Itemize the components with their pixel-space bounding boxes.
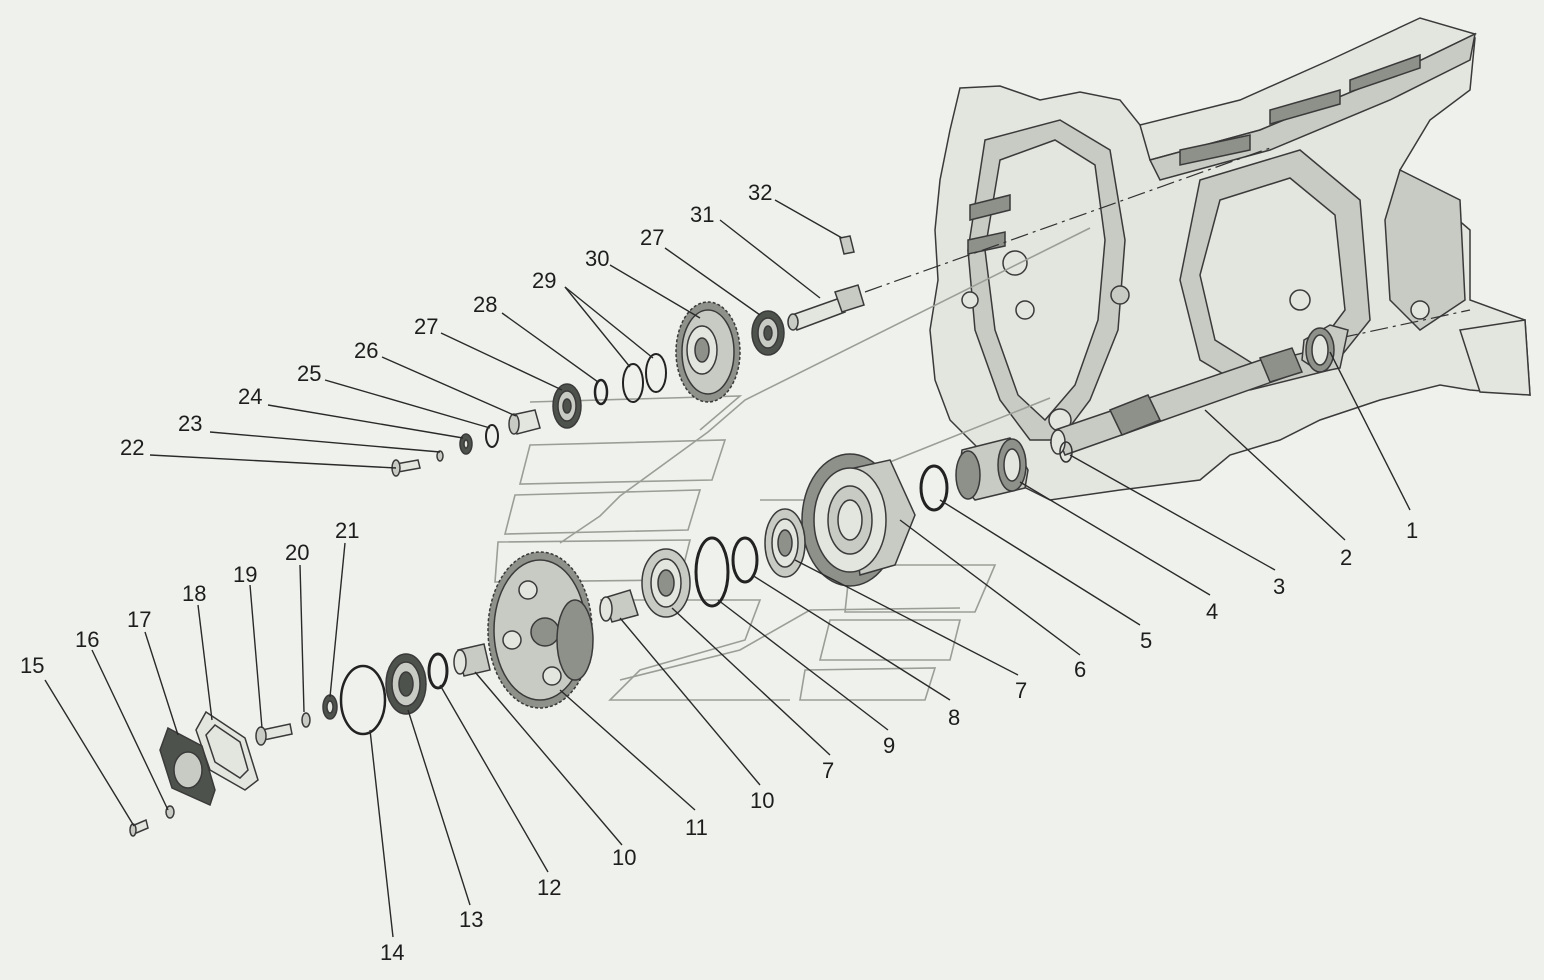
part-4-splined-hub bbox=[955, 437, 1029, 501]
label-part-15: 15 bbox=[20, 653, 44, 678]
part-21-seal bbox=[322, 694, 338, 720]
label-part-4: 4 bbox=[1206, 599, 1218, 624]
part-27-bearing-left bbox=[552, 383, 582, 429]
label-part-5: 5 bbox=[1140, 628, 1152, 653]
label-part-17: 17 bbox=[127, 607, 151, 632]
label-part-28: 28 bbox=[473, 292, 497, 317]
label-part-10a: 10 bbox=[750, 788, 774, 813]
label-part-3: 3 bbox=[1273, 574, 1285, 599]
part-17-cover bbox=[159, 726, 216, 807]
label-part-12: 12 bbox=[537, 875, 561, 900]
label-part-7b: 7 bbox=[822, 758, 834, 783]
label-part-27a: 27 bbox=[414, 314, 438, 339]
label-part-21: 21 bbox=[335, 518, 359, 543]
transmission-housing bbox=[929, 17, 1531, 501]
part-26-bushing bbox=[508, 409, 541, 435]
label-part-20: 20 bbox=[285, 540, 309, 565]
part-10-bushing-upper bbox=[599, 589, 639, 623]
part-13-bearing bbox=[385, 653, 427, 715]
part-14-ring bbox=[339, 664, 387, 736]
part-29-snap-rings bbox=[622, 353, 667, 403]
label-part-19: 19 bbox=[233, 562, 257, 587]
part-10-bushing-lower bbox=[453, 643, 491, 677]
label-part-11: 11 bbox=[685, 815, 708, 840]
label-part-2: 2 bbox=[1340, 545, 1352, 570]
part-28-ring bbox=[593, 378, 609, 406]
label-part-8: 8 bbox=[948, 705, 960, 730]
label-part-16: 16 bbox=[75, 627, 99, 652]
label-part-18: 18 bbox=[182, 581, 206, 606]
label-part-10b: 10 bbox=[612, 845, 636, 870]
part-5-snap-ring bbox=[919, 464, 949, 512]
part-1-needle-bearing bbox=[1301, 324, 1349, 373]
part-12-snap-ring bbox=[427, 652, 449, 690]
label-part-24: 24 bbox=[238, 384, 262, 409]
part-6-gear bbox=[801, 453, 916, 587]
label-part-7a: 7 bbox=[1015, 678, 1027, 703]
label-part-25: 25 bbox=[297, 361, 321, 386]
part-18-gasket bbox=[195, 710, 259, 791]
part-2-shaft bbox=[1050, 347, 1304, 456]
part-24-seal bbox=[459, 433, 473, 455]
part-8-snap-ring bbox=[731, 536, 759, 584]
label-part-9: 9 bbox=[883, 733, 895, 758]
label-part-30: 30 bbox=[585, 246, 609, 271]
part-15-bolt bbox=[129, 818, 149, 837]
part-19-bolt bbox=[255, 723, 293, 746]
part-3-ring bbox=[1059, 441, 1073, 463]
label-part-26: 26 bbox=[354, 338, 378, 363]
part-23-washer bbox=[436, 450, 444, 462]
label-part-6: 6 bbox=[1074, 657, 1086, 682]
label-part-27b: 27 bbox=[640, 225, 664, 250]
label-part-29: 29 bbox=[532, 268, 556, 293]
part-20-washer bbox=[301, 712, 311, 728]
label-part-14: 14 bbox=[380, 940, 404, 965]
part-11-large-gear bbox=[487, 551, 594, 709]
label-part-23: 23 bbox=[178, 411, 202, 436]
label-part-31: 31 bbox=[690, 202, 714, 227]
label-part-32: 32 bbox=[748, 180, 772, 205]
part-22-bolt bbox=[391, 459, 421, 477]
part-32-key bbox=[839, 235, 855, 255]
part-labels: 1 2 3 4 5 6 7 7 8 9 10 10 11 12 13 14 15… bbox=[20, 180, 1418, 965]
part-7-bearing-upper bbox=[764, 508, 806, 578]
part-9-snap-ring bbox=[694, 536, 730, 608]
part-25-ring bbox=[485, 424, 499, 448]
label-part-13: 13 bbox=[459, 907, 483, 932]
part-7-bearing-lower bbox=[641, 548, 691, 618]
part-30-gear bbox=[675, 301, 741, 403]
label-part-22: 22 bbox=[120, 435, 144, 460]
leader-lines bbox=[44, 199, 1411, 938]
part-27-bearing-right bbox=[751, 310, 785, 356]
part-31-pin-shaft bbox=[787, 284, 865, 331]
label-part-1: 1 bbox=[1406, 518, 1418, 543]
